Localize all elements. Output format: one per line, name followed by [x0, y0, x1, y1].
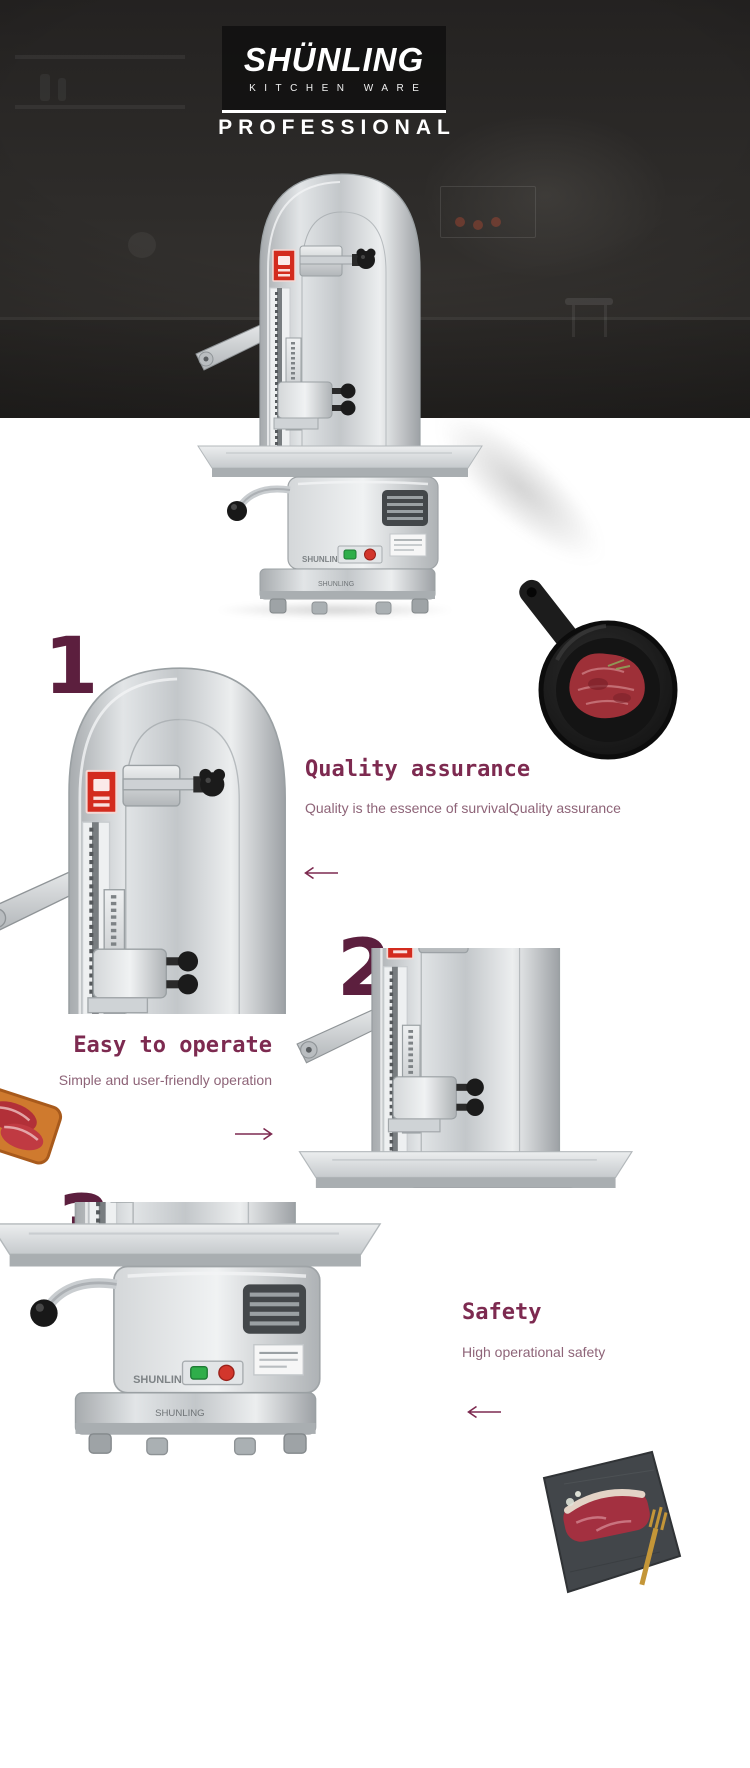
machine-detail-photo-3: [0, 1202, 438, 1460]
kitchen-shelf: [15, 105, 185, 109]
steak: [563, 1489, 650, 1542]
kitchen-bowl: [128, 232, 156, 258]
window-light: [420, 110, 670, 280]
kitchen-jar: [58, 78, 66, 101]
section-1-title: Quality assurance: [305, 757, 531, 782]
arrow-right-icon: [235, 1127, 273, 1141]
stool-leg: [572, 305, 575, 337]
brand-logo: SHÜNLING KITCHEN WARE: [222, 26, 446, 110]
skillet-handle: [519, 579, 582, 652]
meat-on-board-photo: [0, 1082, 63, 1165]
section-3-title: Safety: [462, 1300, 542, 1325]
steak-on-slate-photo: [542, 1450, 682, 1594]
machine-detail-photo-1: [0, 652, 288, 1014]
brand-series: KITCHEN WARE: [249, 82, 428, 94]
section-1-subtitle: Quality is the essence of survivalQualit…: [305, 800, 621, 816]
glass-case: [440, 186, 536, 238]
brand-name: SHÜNLING: [243, 40, 425, 78]
stool-leg: [604, 305, 607, 337]
section-3-subtitle: High operational safety: [462, 1344, 606, 1360]
arrow-left-icon: [467, 1405, 501, 1419]
section-2-title: Easy to operate: [73, 1033, 272, 1058]
brand-tagline: PROFESSIONAL: [218, 116, 456, 139]
section-1-number: 1: [44, 622, 99, 712]
kitchen-shelf: [15, 55, 185, 59]
machine-detail-photo-2: [292, 948, 657, 1188]
bone-saw-machine-photo: [190, 150, 490, 620]
skillet-steak-photo: [519, 579, 678, 760]
garnish: [566, 1498, 574, 1506]
steak-in-skillet: [569, 653, 645, 719]
tomato: [491, 217, 501, 227]
raw-meat: [0, 1101, 37, 1133]
logo-divider: [222, 110, 446, 113]
arrow-left-icon: [304, 866, 338, 880]
section-2-subtitle: Simple and user-friendly operation: [58, 1072, 272, 1088]
kitchen-jar: [40, 74, 50, 101]
tomato: [455, 217, 465, 227]
garnish: [575, 1491, 581, 1497]
tomato: [473, 220, 483, 230]
stool: [565, 298, 613, 305]
fork-icon: [639, 1506, 668, 1586]
